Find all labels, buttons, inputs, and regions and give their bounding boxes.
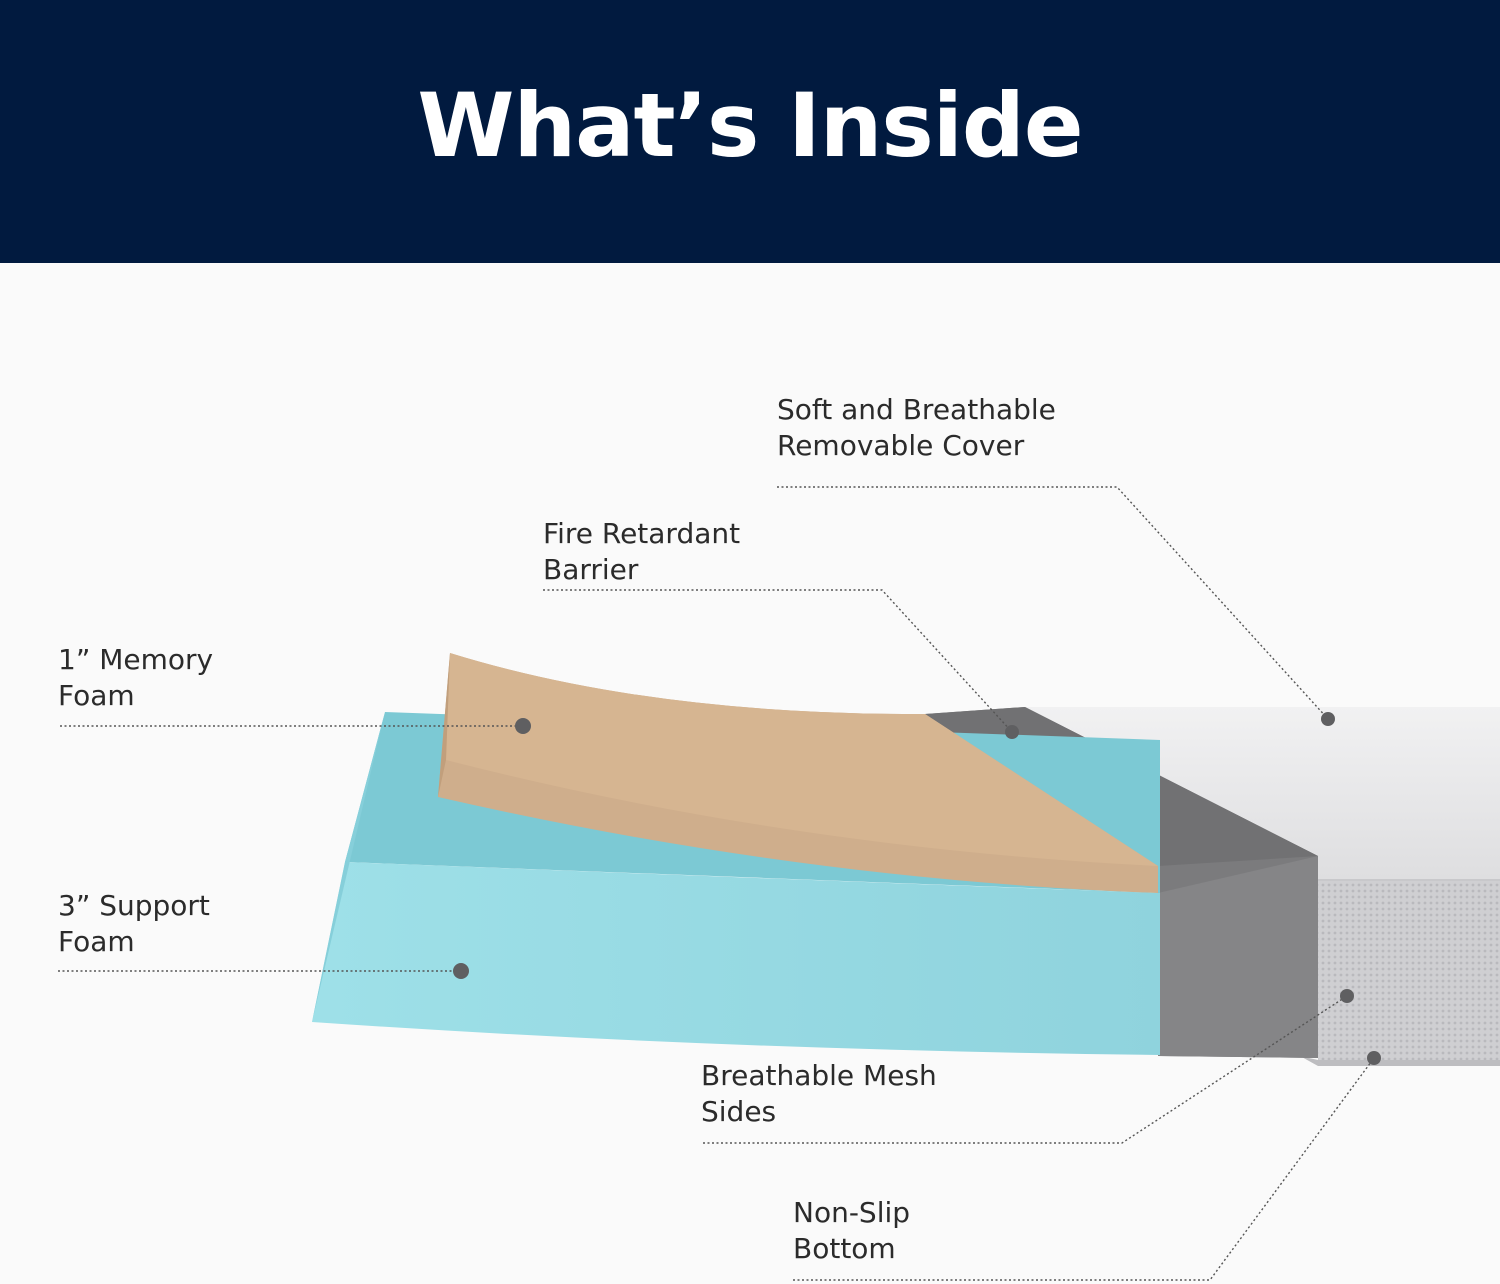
mesh-leader bbox=[703, 995, 1348, 1144]
callout-dots bbox=[453, 712, 1381, 1065]
barrier-dot bbox=[1005, 725, 1019, 739]
callout-barrier-line1: Fire Retardant bbox=[543, 517, 741, 550]
callout-non-slip-bottom: Non-Slip Bottom bbox=[793, 1195, 910, 1267]
callout-mesh-line1: Breathable Mesh bbox=[701, 1059, 937, 1092]
mesh-dot bbox=[1340, 989, 1354, 1003]
leader-lines bbox=[58, 486, 1375, 1281]
callout-support-line2: Foam bbox=[58, 925, 135, 958]
page-title: What’s Inside bbox=[417, 74, 1083, 177]
cover-leader bbox=[777, 486, 1329, 720]
callout-mesh-line2: Sides bbox=[701, 1095, 777, 1128]
memory-dot bbox=[515, 718, 531, 734]
callout-bottom-line2: Bottom bbox=[793, 1232, 896, 1265]
callout-memory-line1: 1” Memory bbox=[58, 643, 214, 676]
callout-barrier: Fire Retardant Barrier bbox=[543, 516, 740, 588]
callout-cover-line2: Removable Cover bbox=[777, 429, 1025, 462]
callout-barrier-line2: Barrier bbox=[543, 553, 639, 586]
barrier-leader bbox=[543, 589, 1013, 733]
mattress-layers-diagram bbox=[58, 486, 1500, 1281]
callout-memory-foam: 1” Memory Foam bbox=[58, 642, 213, 714]
callout-cover: Soft and Breathable Removable Cover bbox=[777, 392, 1056, 464]
callout-support-line1: 3” Support bbox=[58, 889, 210, 922]
callout-cover-line1: Soft and Breathable bbox=[777, 393, 1056, 426]
cover-dot bbox=[1321, 712, 1335, 726]
callout-support-foam: 3” Support Foam bbox=[58, 888, 210, 960]
support-dot bbox=[453, 963, 469, 979]
callout-mesh-sides: Breathable Mesh Sides bbox=[701, 1058, 937, 1130]
header-banner: What’s Inside bbox=[0, 0, 1500, 263]
bottom-dot bbox=[1367, 1051, 1381, 1065]
callout-memory-line2: Foam bbox=[58, 679, 135, 712]
callout-bottom-line1: Non-Slip bbox=[793, 1196, 911, 1229]
memory-foam-layer bbox=[438, 653, 1158, 893]
